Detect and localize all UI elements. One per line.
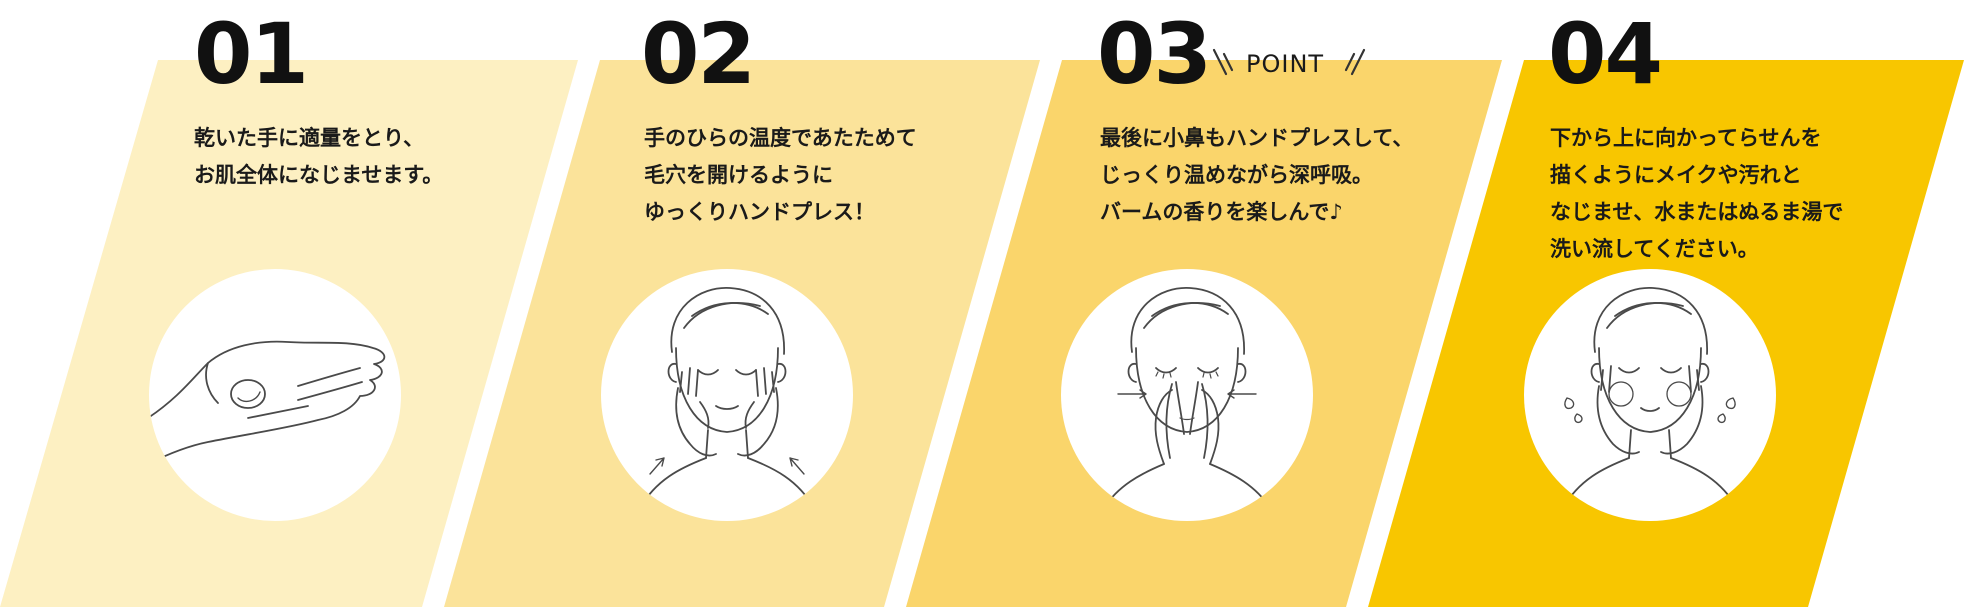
step-2-number: 02 [641,5,756,103]
step-2-description: 手のひらの温度であたためて 毛穴を開けるように ゆっくりハンドプレス！ [644,120,917,231]
point-label: POINT [1246,50,1325,78]
step-1-description: 乾いた手に適量をとり、 お肌全体になじませます。 [194,120,443,194]
sparkle-left-icon [1212,48,1234,76]
step-3-description: 最後に小鼻もハンドプレスして、 じっくり温めながら深呼吸。 バームの香りを楽しん… [1100,120,1413,231]
step-3-line-3: バームの香りを楽しんで♪ [1100,200,1343,224]
face-spiral-wash-illustration [1524,269,1776,521]
step-2-line-3: ゆっくりハンドプレス！ [644,200,875,224]
step-4-line-2: 描くようにメイクや汚れと [1550,163,1802,187]
face-nose-press-illustration [1061,269,1313,521]
point-badge: POINT [1208,42,1368,82]
step-2-line-2: 毛穴を開けるように [644,163,833,187]
step-4-description: 下から上に向かってらせんを 描くようにメイクや汚れと なじませ、水またはぬるま湯… [1550,120,1843,268]
face-hand-press-illustration [601,269,853,521]
step-4-number: 04 [1548,5,1663,103]
step-1-number: 01 [194,5,309,103]
step-4-line-1: 下から上に向かってらせんを [1550,126,1822,150]
sparkle-right-icon [1344,48,1366,76]
step-3-line-1: 最後に小鼻もハンドプレスして、 [1100,126,1414,150]
palm-with-balm-illustration [149,269,401,521]
step-4-line-4: 洗い流してください。 [1550,237,1759,261]
step-1-line-1: 乾いた手に適量をとり、 [194,126,425,150]
step-2-line-1: 手のひらの温度であたためて [644,126,917,150]
step-4-line-3: なじませ、水またはぬるま湯で [1550,200,1844,224]
step-3-line-2: じっくり温めながら深呼吸。 [1100,163,1373,187]
step-3-number: 03 [1097,5,1212,103]
step-1-line-2: お肌全体になじませます。 [194,163,444,187]
